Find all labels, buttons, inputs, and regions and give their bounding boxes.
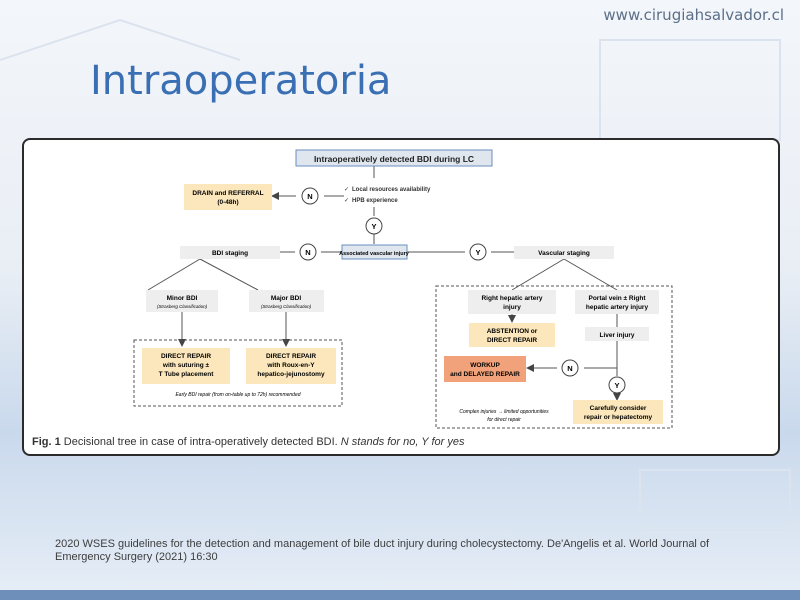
major-repair-1: DIRECT REPAIR	[266, 353, 316, 360]
complex-note-1: Complex injuries → limited opportunities	[459, 409, 549, 415]
vascular-staging-box	[514, 246, 614, 259]
check-icon: ✓	[344, 187, 349, 193]
bdi-repair-group	[133, 339, 343, 407]
major-repair-3: hepatico-jejunostomy	[257, 371, 325, 378]
major-repair-box	[246, 348, 336, 384]
check-hpb: HPB experience	[352, 198, 398, 204]
no-node-label: N	[307, 192, 312, 201]
drain-referral-box	[184, 184, 272, 210]
citation-text: 2020 WSES guidelines for the detection a…	[55, 538, 710, 563]
early-repair-note: Early BDI repair (from on-table up to 72…	[175, 392, 300, 398]
yes-node-label: Y	[614, 381, 619, 390]
pv-injury-box	[575, 290, 659, 314]
no-node	[561, 359, 579, 377]
pv-label-2: hepatic artery injury	[586, 304, 649, 311]
rha-label-2: injury	[503, 304, 521, 311]
yes-node	[608, 376, 626, 394]
vascular-question-box	[341, 244, 408, 260]
rha-label-1: Right hepatic artery	[481, 295, 542, 302]
start-node	[295, 149, 493, 167]
major-bdi-sub: (Strasberg Classification)	[261, 304, 312, 309]
vascular-group	[435, 285, 673, 429]
start-node-label: Intraoperatively detected BDI during LC	[314, 154, 474, 164]
rha-injury-box	[468, 290, 556, 314]
careful-box	[573, 400, 663, 424]
figure-panel: Intraoperatively detected BDI during LC …	[22, 138, 780, 456]
pv-label-1: Portal vein ± Right	[588, 295, 646, 302]
liver-injury-box	[585, 327, 649, 341]
vascular-staging-label: Vascular staging	[538, 250, 590, 257]
careful-label-1: Carefully consider	[590, 405, 647, 412]
major-repair-2: with Roux-en-Y	[266, 362, 315, 369]
minor-repair-box	[142, 348, 230, 384]
yes-node	[365, 217, 383, 235]
connector-lines	[147, 164, 621, 401]
major-bdi-label: Major BDI	[271, 295, 302, 302]
workup-label-2: and DELAYED REPAIR	[450, 371, 520, 378]
minor-repair-3: T Tube placement	[159, 371, 215, 378]
slide-title: Intraoperatoria	[90, 58, 392, 104]
liver-injury-label: Liver injury	[599, 332, 634, 339]
yes-node-label: Y	[475, 248, 480, 257]
no-node	[301, 187, 319, 205]
drain-label-2: (0-48h)	[217, 199, 238, 206]
minor-repair-1: DIRECT REPAIR	[161, 353, 211, 360]
no-node-label: N	[305, 248, 310, 257]
website-url: www.cirugiahsalvador.cl	[603, 6, 784, 24]
minor-repair-2: with suturing ±	[162, 362, 210, 369]
check-resources: Local resources availability	[352, 187, 431, 193]
drain-label-1: DRAIN and REFERRAL	[192, 190, 263, 197]
abstention-label-1: ABSTENTION or	[487, 328, 538, 335]
no-node	[299, 243, 317, 261]
minor-bdi-box	[146, 290, 218, 312]
complex-note-2: for direct repair	[487, 417, 521, 423]
abstention-box	[469, 323, 555, 347]
workup-label-1: WORKUP	[470, 362, 500, 369]
decision-tree-flowchart: Intraoperatively detected BDI during LC …	[133, 149, 673, 429]
yes-node-label: Y	[371, 222, 376, 231]
caption-text: Decisional tree in case of intra-operati…	[63, 436, 338, 448]
minor-bdi-label: Minor BDI	[167, 295, 198, 302]
minor-bdi-sub: (Strasberg Classification)	[157, 304, 208, 309]
caption-fig-number: Fig. 1	[32, 436, 61, 448]
careful-label-2: repair or hepatectomy	[584, 414, 653, 421]
yes-node	[469, 243, 487, 261]
major-bdi-box	[249, 290, 324, 312]
caption-italic: N stands for no, Y for yes	[340, 436, 465, 448]
abstention-label-2: DIRECT REPAIR	[487, 337, 537, 344]
check-icon: ✓	[344, 198, 349, 204]
workup-box	[444, 356, 526, 382]
no-node-label: N	[567, 364, 572, 373]
bdi-staging-box	[180, 246, 280, 259]
vascular-question-label: Associated vascular injury	[339, 251, 410, 257]
figure-caption: Fig. 1 Decisional tree in case of intra-…	[32, 436, 465, 448]
bdi-staging-label: BDI staging	[212, 250, 248, 257]
